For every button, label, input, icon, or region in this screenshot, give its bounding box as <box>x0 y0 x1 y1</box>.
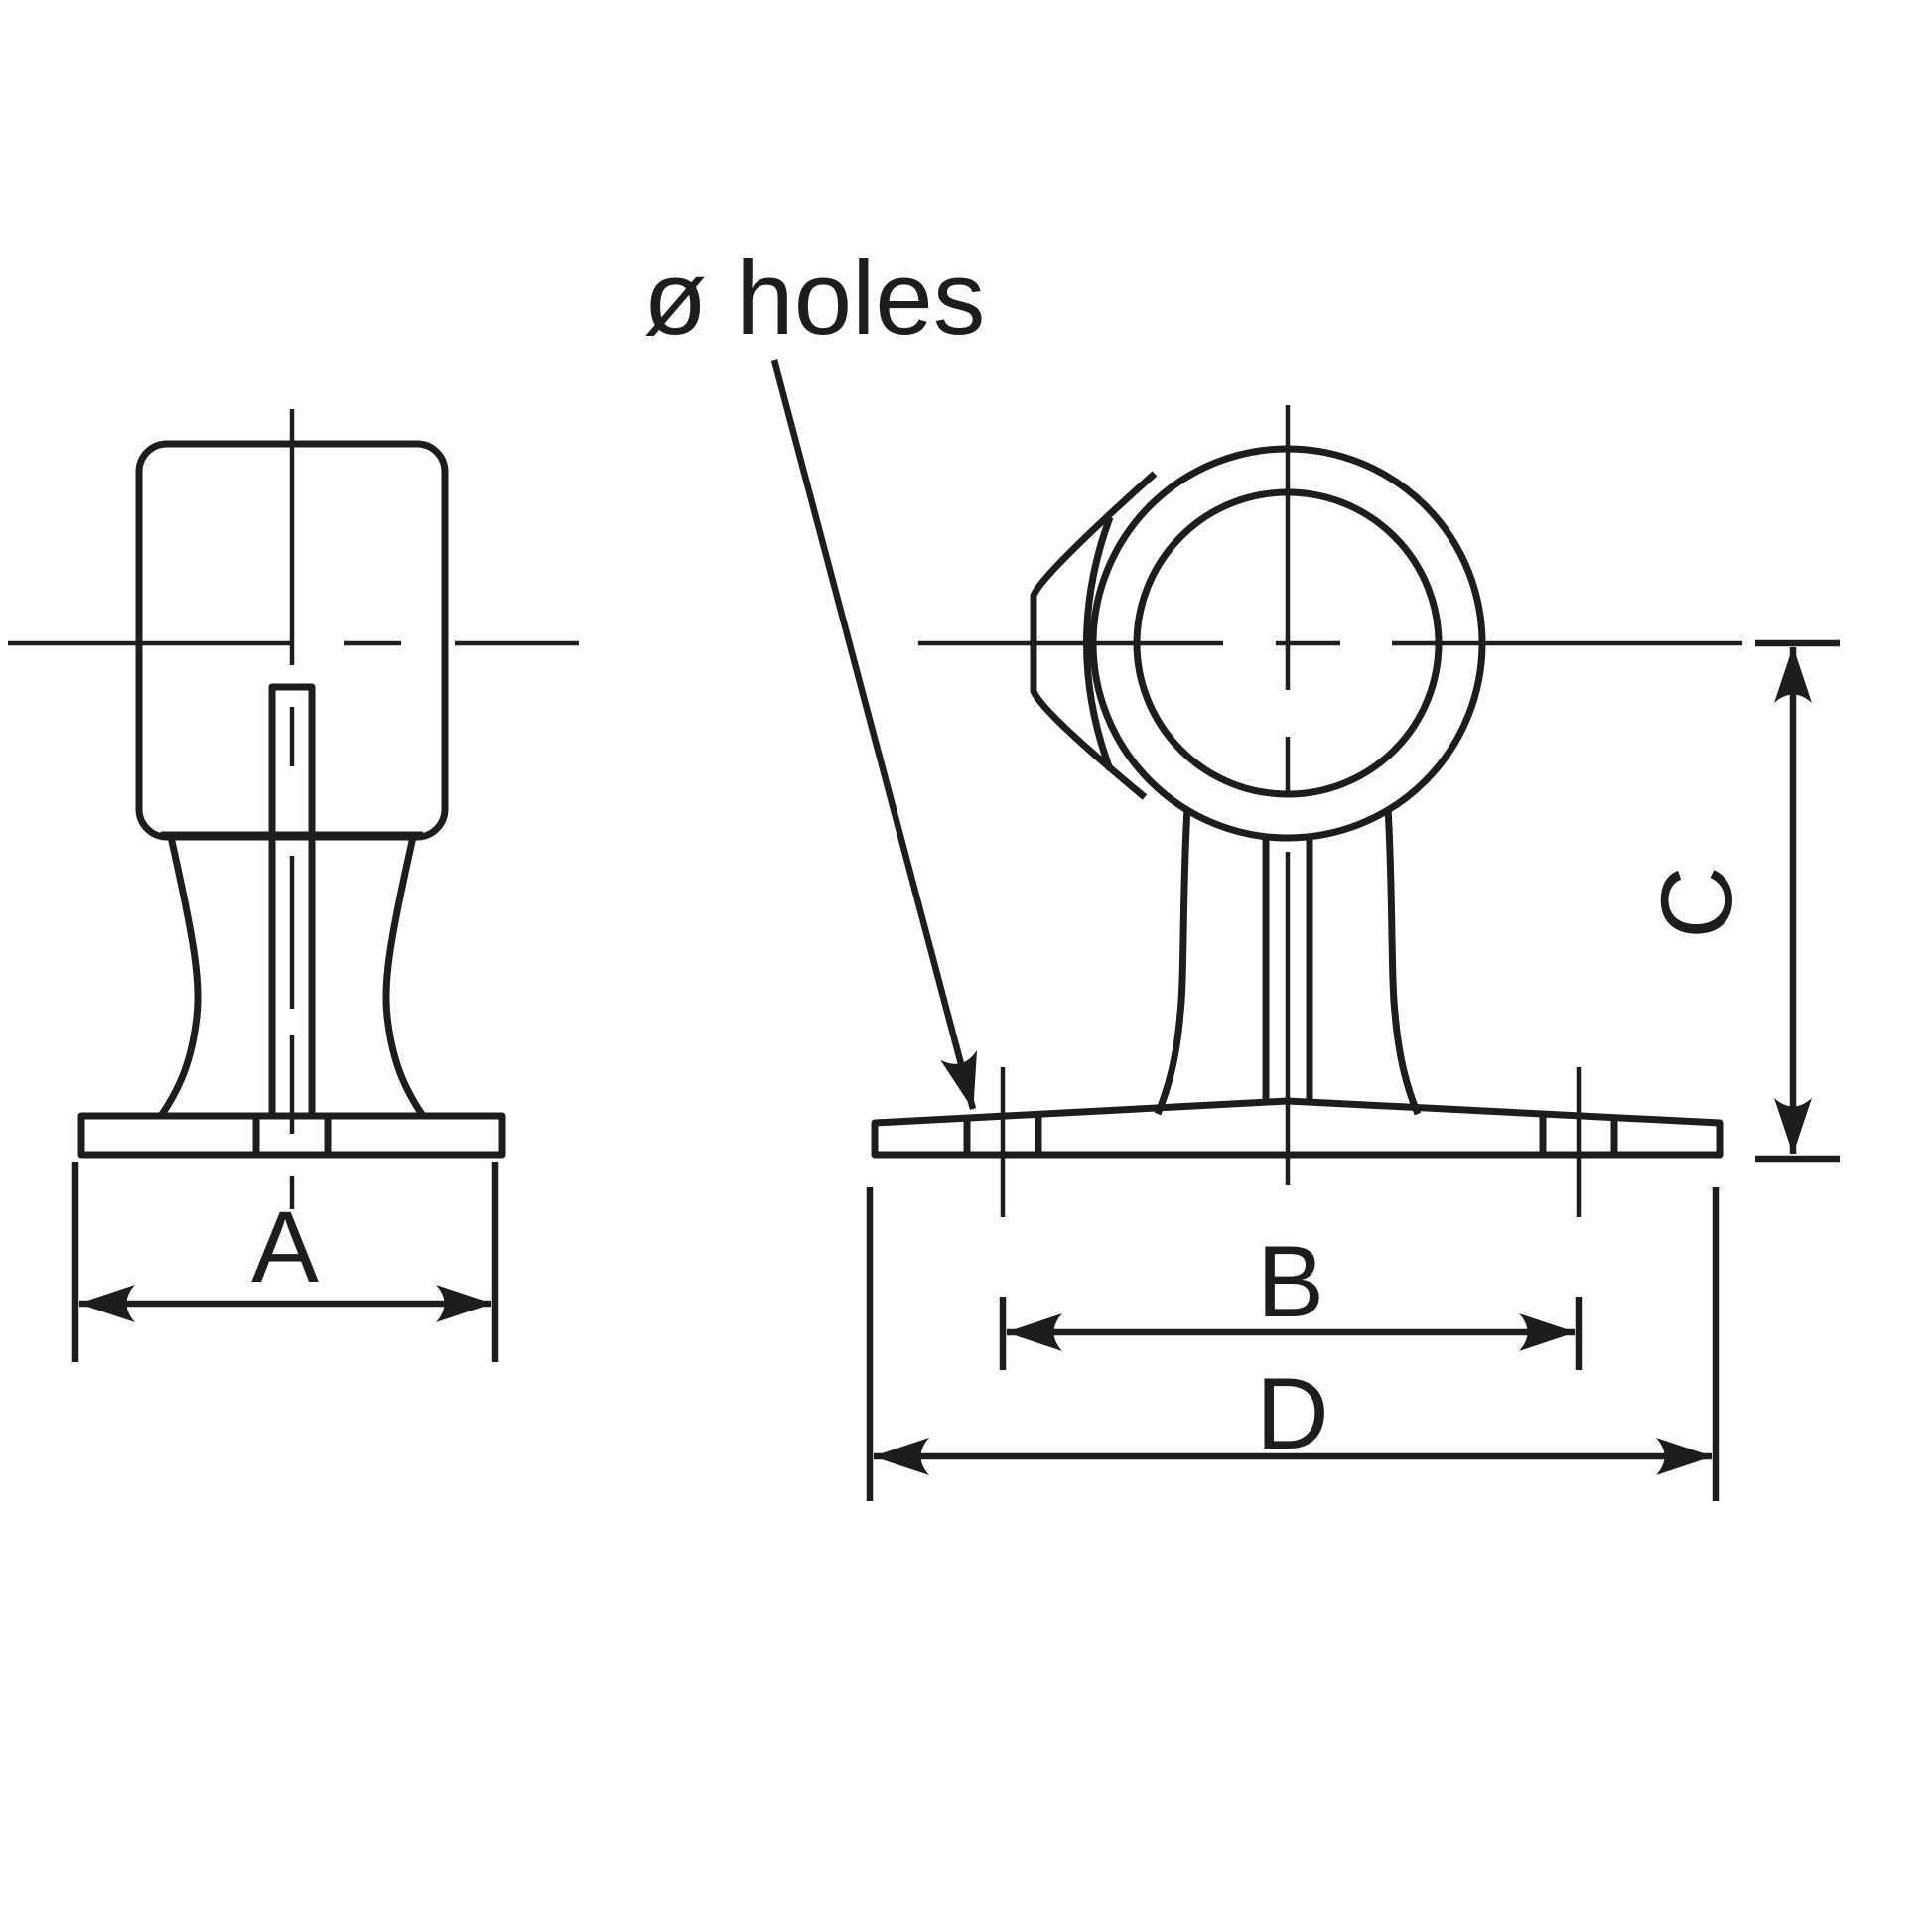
holes-annotation-label: ø holes <box>643 240 985 356</box>
dimension-d: D <box>866 1187 1720 1501</box>
front-view-stem-right <box>1384 807 1422 1116</box>
dim-c-label: C <box>1640 866 1753 939</box>
side-view-stem-right <box>382 836 426 1118</box>
dimension-b: B <box>999 1225 1583 1370</box>
dim-b-label: B <box>1257 1225 1324 1338</box>
side-view <box>8 409 579 1209</box>
front-view-stem-left <box>1154 807 1191 1116</box>
holes-annotation: ø holes <box>643 240 985 1110</box>
holes-leader-line <box>770 359 978 1110</box>
front-view <box>871 405 1742 1217</box>
front-view-flange <box>871 1097 1724 1159</box>
side-view-screw-slot <box>268 683 316 1116</box>
side-view-stem-left <box>158 836 202 1118</box>
dim-a-label: A <box>251 1190 319 1304</box>
dimension-a: A <box>71 1162 499 1362</box>
dim-d-label: D <box>1256 1357 1329 1470</box>
dimension-c: C <box>1640 639 1840 1163</box>
front-view-boss-outline <box>1030 471 1158 800</box>
